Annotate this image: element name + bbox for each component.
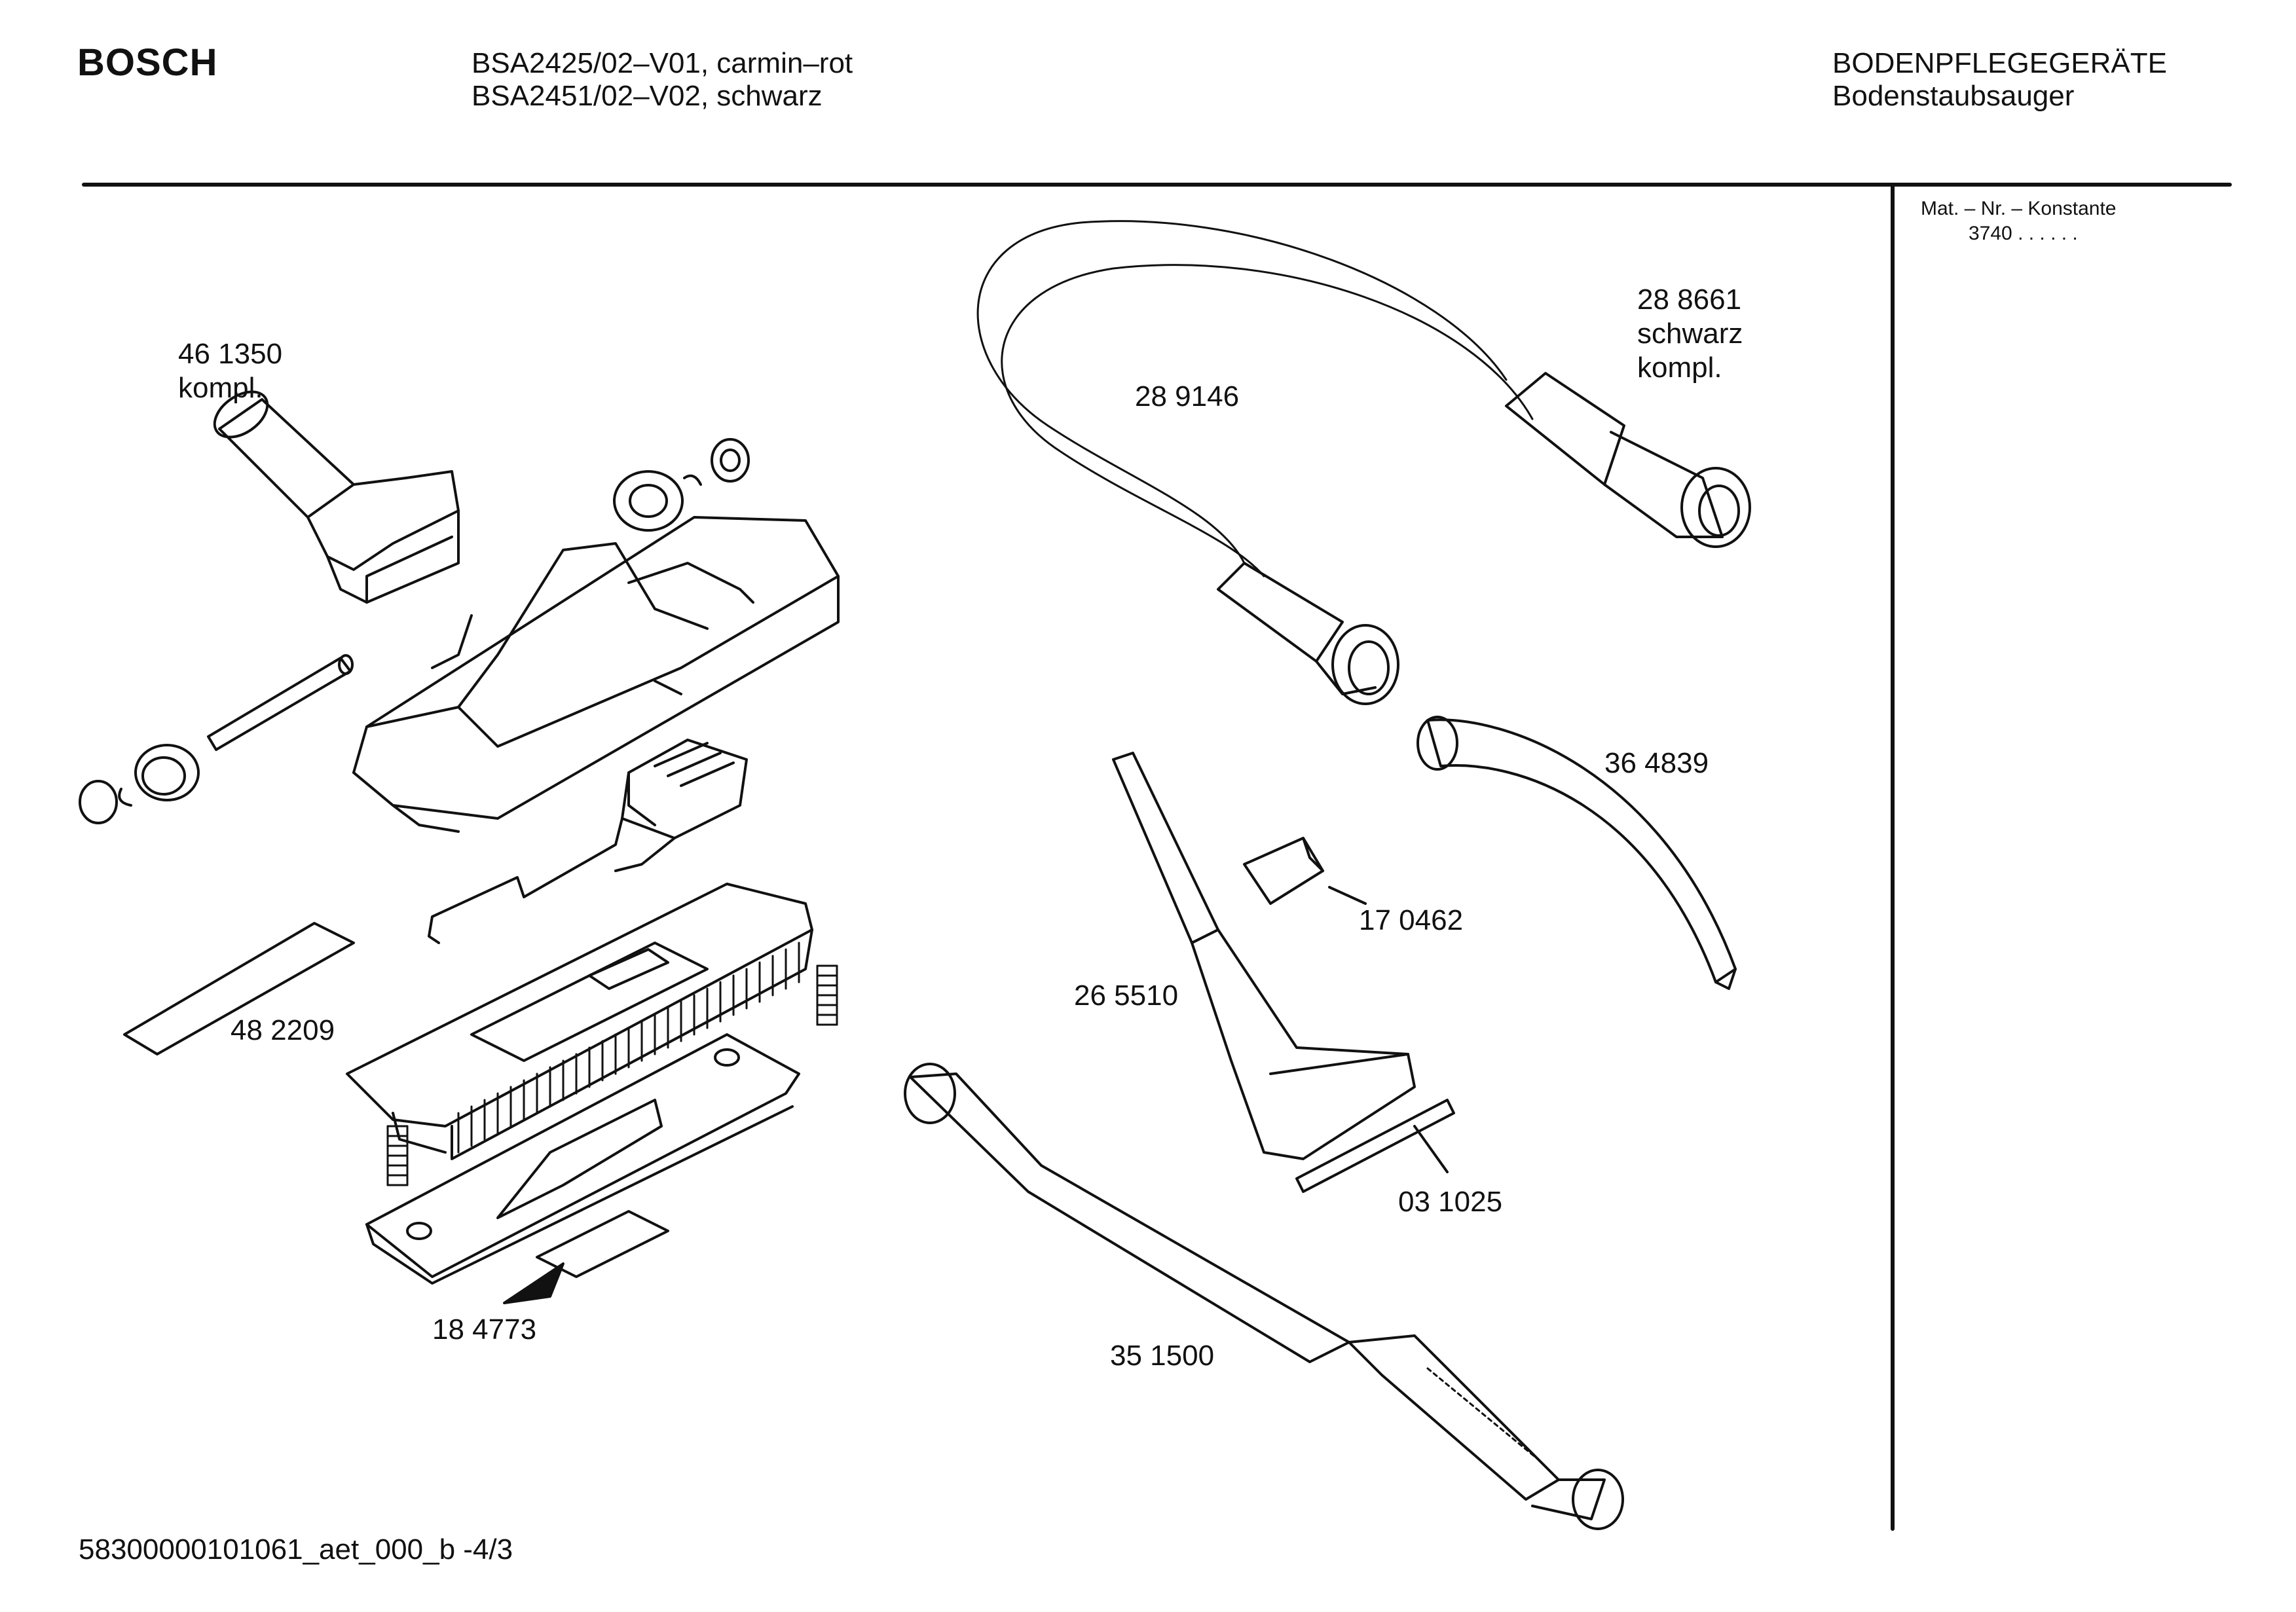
part-number: 46 1350 — [178, 338, 283, 370]
category-title: BODENPFLEGEGERÄTE — [1832, 47, 2168, 79]
nozzle-base-plate — [346, 883, 813, 1160]
part-label-handle-tube: 36 4839 — [1604, 747, 1709, 779]
model-line-1: BSA2425/02–V01, carmin–rot — [472, 47, 853, 79]
small-strip — [1295, 1099, 1455, 1193]
brand-logo: BOSCH — [77, 41, 218, 84]
floor-nozzle-connector — [213, 390, 460, 604]
part-label-hose: 28 9146 — [1135, 380, 1240, 412]
part-label-hose-kit: 28 8661 schwarz kompl. — [1637, 283, 1743, 385]
label-strip — [123, 922, 355, 1055]
floor-nozzle-body — [352, 516, 840, 833]
drawing-code: 58300000101061_aet_000_b -4/3 — [79, 1533, 513, 1566]
mat-nr-label: Mat. – Nr. – Konstante — [1921, 198, 2117, 219]
crevice-nozzle — [1112, 752, 1416, 1160]
part-label-small-strip: 03 1025 — [1398, 1186, 1503, 1218]
axle-pin — [207, 654, 354, 751]
part-note: schwarz — [1637, 318, 1743, 350]
spring-left — [386, 1125, 409, 1186]
wheel-pair-top — [613, 438, 750, 532]
mat-nr-value: 3740 . . . . . . — [1969, 223, 2078, 244]
switch-lever — [428, 739, 748, 944]
part-label-floor-nozzle-kit: 46 1350 kompl. — [178, 337, 282, 405]
hose-end-upper — [1505, 372, 1751, 548]
part-label-label-strip: 48 2209 — [231, 1014, 335, 1046]
model-line-2: BSA2451/02–V02, schwarz — [472, 80, 823, 112]
clip — [1243, 837, 1367, 905]
strip-leader — [1413, 1125, 1449, 1173]
part-number: 28 8661 — [1637, 284, 1742, 316]
part-label-clip: 17 0462 — [1359, 904, 1464, 936]
spring-right — [816, 964, 838, 1026]
telescopic-tube — [904, 1063, 1624, 1530]
part-label-telescopic-tube: 35 1500 — [1110, 1340, 1215, 1372]
wheel-pair-left — [79, 744, 200, 824]
part-note: kompl. — [178, 372, 263, 404]
part-label-arrow-label: 18 4773 — [432, 1313, 537, 1346]
hose-coil — [976, 220, 1534, 577]
part-label-crevice-nozzle: 26 5510 — [1074, 980, 1179, 1012]
part-note: kompl. — [1637, 352, 1722, 384]
handle-tube — [1416, 716, 1737, 990]
arrow-label-sticker — [503, 1210, 669, 1304]
clip-leader — [1328, 886, 1367, 905]
category-subtitle: Bodenstaubsauger — [1832, 80, 2075, 112]
hose-end-lower — [1217, 562, 1399, 705]
nozzle-bottom-plate — [365, 1033, 800, 1285]
